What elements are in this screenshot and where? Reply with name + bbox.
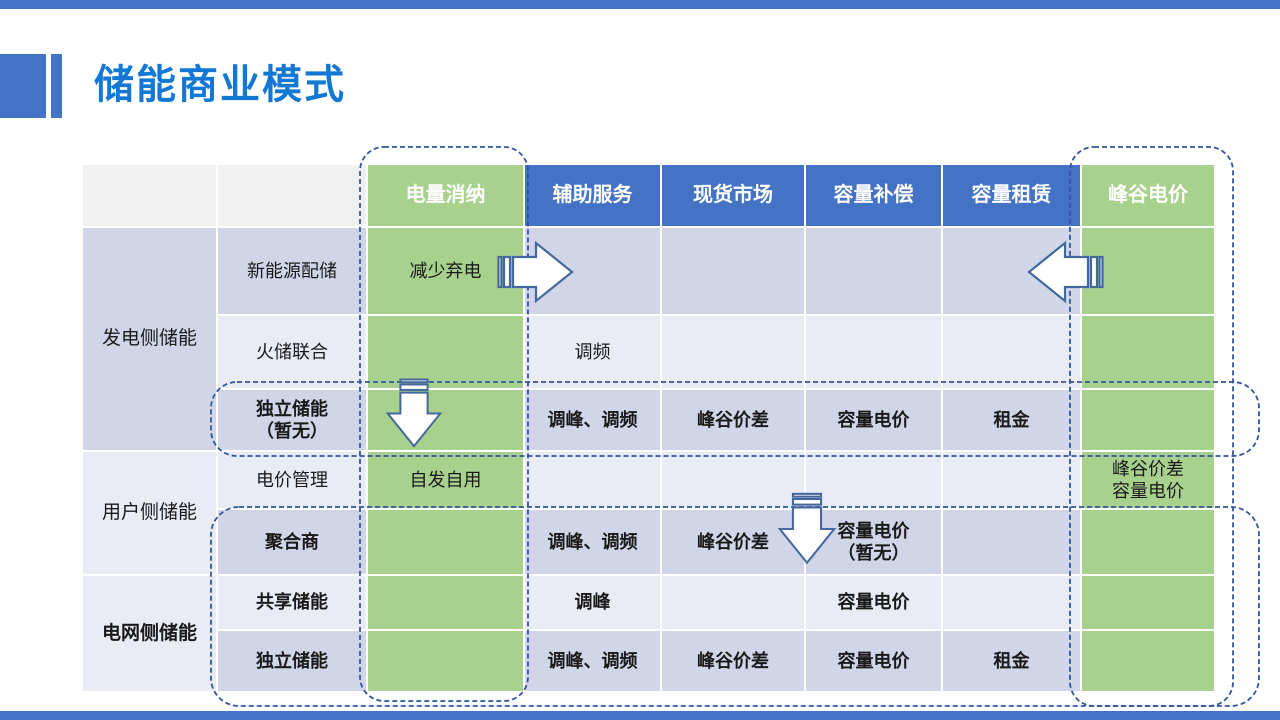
row-label: 火储联合: [218, 316, 366, 388]
table-cell: [1082, 316, 1214, 388]
table-cell: 调峰、调频: [525, 390, 660, 450]
table-cell: 租金: [943, 390, 1080, 450]
table-cell: [943, 452, 1080, 508]
table-cell: [806, 452, 941, 508]
table-cell: [662, 316, 804, 388]
group-user-side: 用户侧储能: [83, 452, 216, 574]
row-label: 新能源配储: [218, 228, 366, 314]
page-title: 储能商业模式: [94, 63, 346, 107]
row-label: 电价管理: [218, 452, 366, 508]
table-cell: [662, 452, 804, 508]
striped-down-arrow: [385, 378, 443, 448]
striped-left-arrow: [1027, 240, 1104, 304]
table-cell: 调峰: [525, 576, 660, 629]
table-cell: [368, 576, 523, 629]
row-label: 独立储能 （暂无）: [218, 390, 366, 450]
column-header-consumption: 电量消纳: [368, 165, 523, 226]
table-cell: [368, 631, 523, 691]
row-label: 独立储能: [218, 631, 366, 691]
title-bar-marker: [51, 54, 62, 118]
row-label: 共享储能: [218, 576, 366, 629]
striped-down-arrow: [777, 492, 837, 565]
column-header-ancillary-services: 辅助服务: [525, 165, 660, 226]
table-cell: 调峰、调频: [525, 631, 660, 691]
table-cell: [943, 510, 1080, 574]
table-cell: [943, 576, 1080, 629]
group-generation-side: 发电侧储能: [83, 228, 216, 450]
table-cell: 峰谷价差 容量电价: [1082, 452, 1214, 508]
table-cell: [1082, 631, 1214, 691]
column-header-capacity-compensation: 容量补偿: [806, 165, 941, 226]
table-cell: 租金: [943, 631, 1080, 691]
table-cell: [943, 316, 1080, 388]
table-cell: 峰谷价差: [662, 631, 804, 691]
table-cell: [662, 228, 804, 314]
table-cell: [1082, 390, 1214, 450]
table-cell: 容量电价: [806, 631, 941, 691]
title-square-marker: [0, 54, 46, 118]
table-cell: [525, 452, 660, 508]
table-cell: 峰谷价差: [662, 390, 804, 450]
header-cell-empty: [218, 165, 366, 226]
table-cell: 容量电价: [806, 390, 941, 450]
table-cell: [806, 228, 941, 314]
column-header-capacity-lease: 容量租赁: [943, 165, 1080, 226]
table-cell: 容量电价: [806, 576, 941, 629]
table-cell: [368, 510, 523, 574]
group-grid-side: 电网侧储能: [83, 576, 216, 691]
row-label: 聚合商: [218, 510, 366, 574]
table-cell: [1082, 510, 1214, 574]
column-header-spot-market: 现货市场: [662, 165, 804, 226]
table-cell: [1082, 576, 1214, 629]
header-cell-empty: [83, 165, 216, 226]
table-cell: 调频: [525, 316, 660, 388]
table-cell: [662, 576, 804, 629]
table-cell: 自发自用: [368, 452, 523, 508]
table-cell: [806, 316, 941, 388]
top-accent-bar: [0, 0, 1280, 9]
bottom-accent-bar: [0, 711, 1280, 720]
column-header-peak-valley-price: 峰谷电价: [1082, 165, 1214, 226]
striped-right-arrow: [497, 240, 574, 304]
table-cell: 调峰、调频: [525, 510, 660, 574]
